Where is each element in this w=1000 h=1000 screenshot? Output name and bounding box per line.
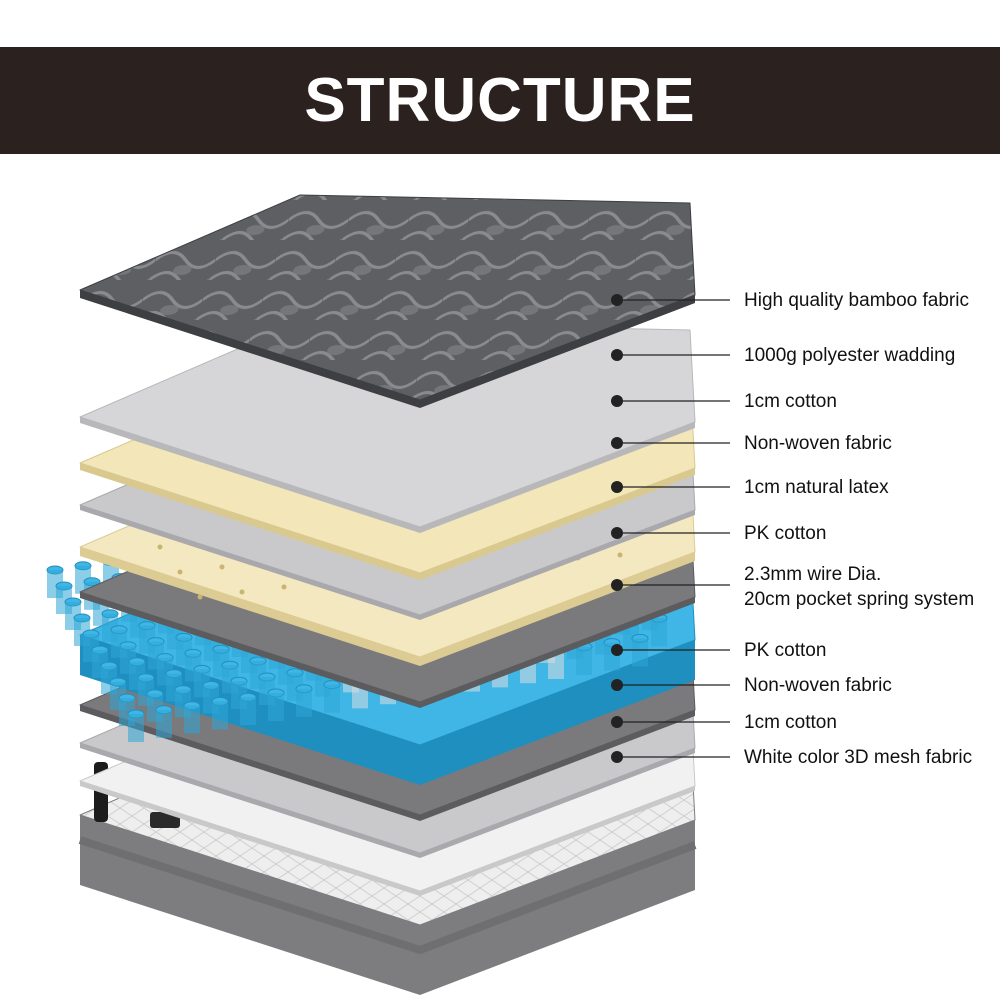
layer-pk-bottom-side-right [420,710,695,821]
latex-hole [177,569,183,575]
callout-cotton-top: 1cm cotton [611,391,837,412]
callout-mesh: White color 3D mesh fabric [611,747,972,768]
layer-label: 1cm natural latex [744,477,889,498]
layer-label: PK cotton [744,640,826,661]
layer-springs-side-right [420,640,695,785]
brand-badge [150,812,180,828]
layer-bamboo [79,194,696,408]
pocket-spring-body [548,651,564,679]
layer-label-line2: 20cm pocket spring system [744,589,974,610]
callout-nonwoven-bottom: Non-woven fabric [611,675,892,696]
layer-bamboo-side-right [420,295,695,408]
layer-label: PK cotton [744,523,826,544]
pocket-spring-body [212,701,228,730]
layer-label: Non-woven fabric [744,433,892,454]
layer-nonwoven-bottom-side-right [420,748,695,858]
pocket-spring-body [128,714,144,742]
callout-nonwoven-top: Non-woven fabric [611,433,892,454]
layer-latex-side-right [420,552,695,666]
callout-springs: 2.3mm wire Dia. 20cm pocket spring system [611,564,974,610]
layer-nonwoven-top-side-right [420,510,695,620]
layer-wadding-side-left [80,417,420,533]
layer-cotton-bottom-side-left [80,781,420,896]
pocket-spring-body [324,684,340,713]
layer-nonwoven-top-side-left [80,505,420,620]
layer-cotton-bottom-side-right [420,786,695,896]
pocket-spring-body [156,709,172,738]
callout-pk-bottom: PK cotton [611,640,826,661]
layer-label: 2.3mm wire Dia. [744,564,881,585]
layer-wadding [79,321,696,533]
layer-bamboo-top [79,194,696,401]
pocket-spring-body [268,693,284,721]
latex-hole [197,594,203,600]
callout-bamboo: High quality bamboo fabric [611,290,969,311]
callout-latex: 1cm natural latex [611,477,889,498]
callout-pk-top: PK cotton [611,523,826,544]
mesh-border-band [78,836,697,955]
layer-mesh-side-left [80,815,420,995]
latex-hole [281,584,287,590]
latex-hole [239,589,245,595]
layer-label: Non-woven fabric [744,675,892,696]
layer-label: 1cm cotton [744,712,837,733]
layer-nonwoven-bottom-side-left [80,743,420,858]
layer-label: White color 3D mesh fabric [744,747,972,768]
layer-cotton-top-side-right [420,468,695,580]
layer-mesh-side-right [420,820,695,995]
layer-label: High quality bamboo fabric [744,290,969,311]
layer-pk-top-side-left [80,592,420,708]
title-banner: STRUCTURE [0,47,1000,154]
layer-label: 1cm cotton [744,391,837,412]
layer-bamboo-side-left [80,290,420,408]
latex-hole [157,544,163,550]
pocket-spring-body [632,638,648,667]
pocket-spring-body [184,705,200,734]
layer-latex-side-left [80,547,420,666]
callout-wadding: 1000g polyester wadding [611,345,955,366]
callout-cotton-bottom: 1cm cotton [611,712,837,733]
layer-label: 1000g polyester wadding [744,345,955,366]
pocket-spring-body [651,618,667,647]
page-title: STRUCTURE [304,66,696,135]
latex-hole [219,564,225,570]
pocket-spring-body [240,697,256,726]
layer-wadding-side-right [420,422,695,533]
latex-hole [617,552,623,558]
layer-pk-top-side-right [420,597,695,708]
layer-cotton-top-side-left [80,463,420,580]
pocket-spring-body [576,646,592,675]
pocket-spring-body [296,688,312,717]
